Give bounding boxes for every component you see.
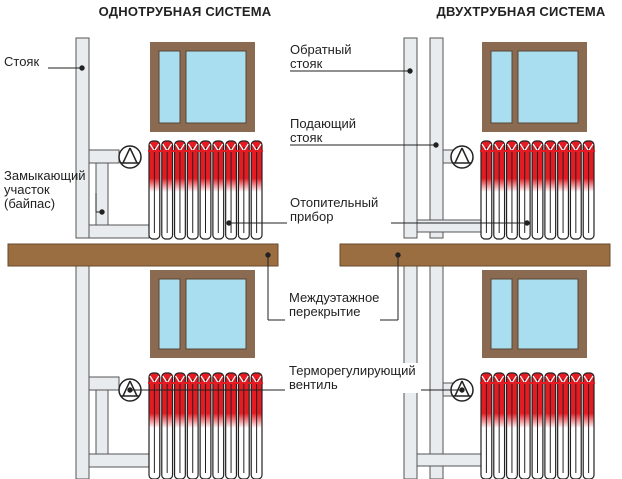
svg-text:Обратный: Обратный — [290, 42, 351, 57]
radiator-lower-left — [148, 372, 263, 479]
title-single-pipe-system: ОДНОТРУБНАЯ СИСТЕМА — [99, 4, 272, 19]
radiator-lower-right — [480, 372, 595, 479]
label-thermostatic-valve: Терморегулирующий вентиль — [285, 363, 421, 393]
single-pipe-system — [75, 37, 263, 479]
svg-text:вентиль: вентиль — [289, 377, 338, 392]
radiator-upper-right — [480, 140, 595, 240]
svg-text:(байпас): (байпас) — [4, 196, 55, 211]
label-riser: Стояк — [4, 54, 39, 69]
svg-text:Подающий: Подающий — [290, 116, 356, 131]
floor-slab-left — [7, 243, 279, 267]
svg-text:Междуэтажное: Междуэтажное — [289, 290, 379, 305]
label-supply-riser: Подающий стояк — [290, 116, 356, 145]
svg-text:Терморегулирующий: Терморегулирующий — [289, 363, 416, 378]
svg-text:Замыкающий: Замыкающий — [4, 168, 86, 183]
bypass-section-upper — [88, 149, 150, 239]
title-two-pipe-system: ДВУХТРУБНАЯ СИСТЕМА — [437, 4, 606, 19]
svg-text:Отопительный: Отопительный — [290, 195, 378, 210]
supply-riser-pipe — [429, 37, 444, 479]
radiator-upper-left — [148, 140, 263, 240]
svg-text:стояк: стояк — [290, 56, 323, 71]
svg-text:перекрытие: перекрытие — [289, 304, 360, 319]
floor-slab-right — [339, 243, 611, 267]
label-return-riser: Обратный стояк — [290, 42, 351, 71]
svg-text:прибор: прибор — [290, 209, 333, 224]
label-heater: Отопительный прибор — [287, 195, 391, 225]
window-upper-left — [150, 42, 255, 132]
thermostatic-valve-icon — [118, 145, 142, 169]
label-bypass: Замыкающий участок (байпас) — [4, 168, 86, 211]
svg-text:участок: участок — [4, 182, 50, 197]
svg-text:Стояк: Стояк — [4, 54, 39, 69]
svg-text:стояк: стояк — [290, 130, 323, 145]
window-upper-right — [482, 42, 587, 132]
thermostatic-valve-icon — [450, 145, 474, 169]
window-lower-left — [150, 270, 255, 358]
bypass-section-lower — [88, 376, 150, 468]
label-floor-slab: Междуэтажное перекрытие — [289, 290, 379, 319]
window-lower-right — [482, 270, 587, 358]
two-pipe-system — [403, 37, 595, 479]
